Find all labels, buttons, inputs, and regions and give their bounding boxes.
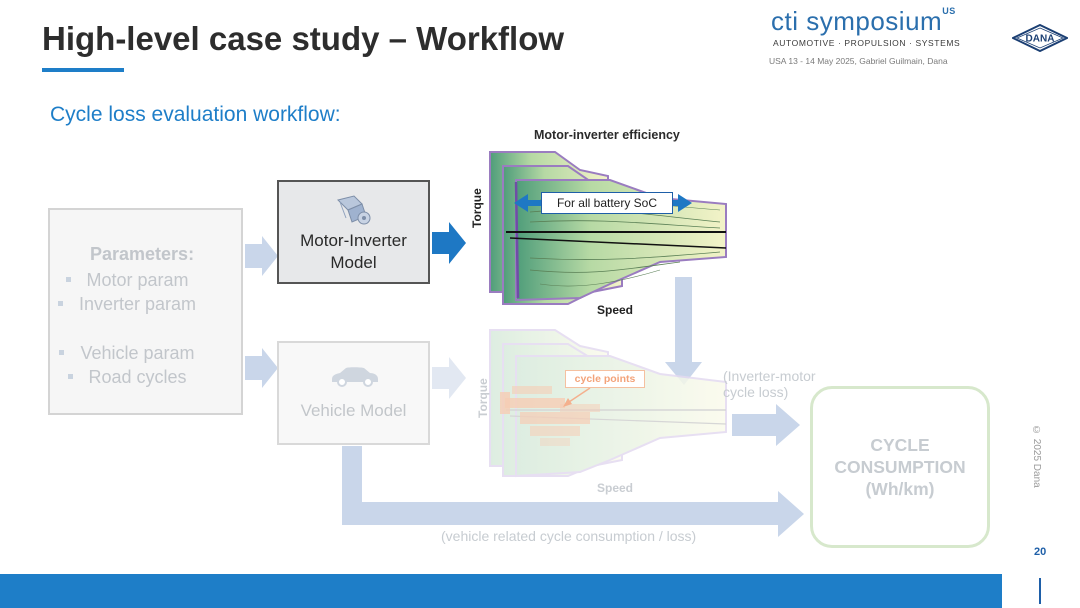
cycle-x-axis-label: Speed xyxy=(597,481,634,495)
list-item: Motor param xyxy=(58,268,196,292)
dana-logo-text: DANA xyxy=(1026,34,1055,45)
arrow-vm-to-cyclemap xyxy=(432,357,466,399)
arrow-map-down xyxy=(665,277,702,385)
footer-tick xyxy=(1039,578,1041,604)
list-item: Road cycles xyxy=(58,365,196,389)
arrow-params-to-vm xyxy=(245,348,278,388)
vehicle-model-box: Vehicle Model xyxy=(277,341,430,445)
page-number: 20 xyxy=(1034,546,1047,558)
cti-suffix: US xyxy=(942,6,956,17)
efficiency-x-axis-label: Speed xyxy=(597,303,634,317)
vehicle-model-label: Vehicle Model xyxy=(300,401,407,420)
cti-tagline: AUTOMOTIVE · PROPULSION · SYSTEMS xyxy=(773,38,961,48)
car-icon xyxy=(331,367,378,387)
efficiency-y-axis-label: Torque xyxy=(470,188,484,228)
parameters-list: Motor param Inverter param Vehicle param… xyxy=(58,268,196,389)
event-line: USA 13 - 14 May 2025, Gabriel Guilmain, … xyxy=(769,56,948,66)
cycle-points-callout: cycle points xyxy=(565,370,645,388)
cycle-line3: (Wh/km) xyxy=(865,479,935,499)
parameter-label: Inverter param xyxy=(79,294,197,314)
efficiency-map-title: Motor-inverter efficiency xyxy=(534,128,680,142)
parameter-label: Road cycles xyxy=(88,367,187,387)
dana-logo: DANA xyxy=(1012,24,1068,52)
vehicle-loss-note: (vehicle related cycle consumption / los… xyxy=(441,528,697,544)
parameter-label: Vehicle param xyxy=(80,343,195,363)
bullet-icon xyxy=(58,300,63,306)
bullet-icon xyxy=(67,373,73,379)
arrow-params-to-mim xyxy=(245,236,278,276)
mim-label-line1: Motor-Inverter xyxy=(300,231,407,250)
list-item: Inverter param xyxy=(58,292,196,316)
slide-title: High-level case study – Workflow xyxy=(42,20,565,57)
soc-arrow-left xyxy=(514,194,541,212)
cycle-line1: CYCLE xyxy=(870,435,930,455)
cycle-y-axis-label: Torque xyxy=(476,378,490,418)
arrow-loss-to-cycle xyxy=(732,404,800,446)
mim-label-line2: Model xyxy=(330,253,377,272)
cti-brand-text: cti symposium xyxy=(771,6,943,36)
soc-callout: For all battery SoC xyxy=(541,192,673,214)
inverter-motor-loss-note: (Inverter-motor cycle loss) xyxy=(723,368,816,400)
parameters-box: Parameters: Motor param Inverter param V… xyxy=(48,208,243,415)
loss-note-line1: (Inverter-motor xyxy=(723,368,816,384)
section-subtitle: Cycle loss evaluation workflow: xyxy=(50,103,341,126)
soc-arrow-right xyxy=(672,194,692,212)
parameters-title: Parameters: xyxy=(90,244,195,264)
cti-symposium-logo: cti symposiumUS xyxy=(771,6,956,37)
cycle-line2: CONSUMPTION xyxy=(834,457,966,477)
footer-bar xyxy=(0,574,1002,608)
motor-inverter-model-box: Motor-Inverter Model xyxy=(277,180,430,284)
parameter-label: Motor param xyxy=(86,270,189,290)
loss-note-line2: cycle loss) xyxy=(723,384,789,400)
arrow-vehicle-to-cycle xyxy=(342,446,804,537)
arrow-mim-to-map xyxy=(432,222,466,264)
title-underline xyxy=(42,68,124,72)
list-item: Vehicle param xyxy=(58,341,196,365)
cycle-consumption-box: CYCLE CONSUMPTION (Wh/km) xyxy=(810,386,990,548)
bullet-icon xyxy=(65,276,71,282)
copyright-text: © 2025 Dana xyxy=(1031,425,1042,488)
bullet-icon xyxy=(59,349,65,355)
motor-icon xyxy=(336,195,370,225)
